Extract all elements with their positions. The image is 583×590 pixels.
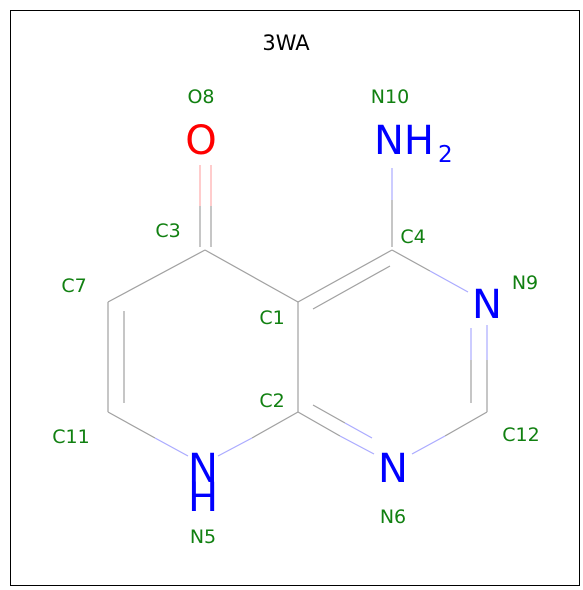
atom-label-c7: C7 bbox=[61, 275, 86, 297]
bond-c12-n6 bbox=[444, 411, 488, 437]
atom-label-o8: O8 bbox=[187, 86, 214, 108]
atom-label-n5: N5 bbox=[190, 526, 216, 548]
atom-label-n10: N10 bbox=[371, 86, 409, 108]
atom-labels: O8 N10 C3 C4 C7 N9 C1 C2 C11 C12 N6 N5 bbox=[52, 86, 539, 548]
bond-c4-n9-blue bbox=[429, 270, 469, 293]
atom-symbol-n10-subscript: 2 bbox=[438, 142, 453, 168]
atom-symbols: O NH 2 N N N H bbox=[185, 118, 502, 521]
bond-c11-n5 bbox=[107, 411, 156, 439]
atom-label-c4: C4 bbox=[400, 226, 425, 248]
bond-n5-c2 bbox=[251, 411, 299, 439]
atom-symbol-n9: N bbox=[472, 282, 502, 328]
atom-label-n6: N6 bbox=[380, 506, 406, 528]
bond-c2-n6-blue bbox=[339, 435, 375, 455]
bonds bbox=[107, 165, 488, 457]
atom-symbol-n6: N bbox=[378, 446, 408, 492]
bond-c2-n6 bbox=[297, 411, 341, 437]
atom-label-c11: C11 bbox=[52, 426, 89, 448]
atom-label-c1: C1 bbox=[259, 307, 284, 329]
atom-label-n9: N9 bbox=[512, 272, 538, 294]
bond-c3-c1 bbox=[204, 249, 299, 303]
bond-c11-n5-blue bbox=[154, 437, 189, 457]
bond-c1-c4-inner bbox=[312, 265, 391, 310]
atom-symbol-n5-hydrogen: H bbox=[188, 475, 218, 521]
bond-c4-n9 bbox=[391, 249, 431, 272]
bond-c12-n6-blue bbox=[411, 435, 446, 455]
atom-label-c3: C3 bbox=[155, 220, 180, 242]
molecule-title: 3WA bbox=[262, 31, 310, 55]
bond-c1-c4 bbox=[297, 249, 393, 303]
bond-c2-n6-inner-blue bbox=[344, 422, 373, 439]
atom-symbol-n5: N bbox=[188, 446, 218, 492]
atom-label-c2: C2 bbox=[259, 390, 284, 412]
bond-c3-c7 bbox=[107, 249, 206, 303]
atom-symbol-o8: O bbox=[185, 118, 216, 164]
bond-c2-n6-inner bbox=[312, 404, 346, 424]
atom-label-c12: C12 bbox=[502, 424, 539, 446]
bond-n5-c2-blue bbox=[217, 437, 253, 457]
atom-symbol-n10: NH bbox=[374, 118, 434, 164]
